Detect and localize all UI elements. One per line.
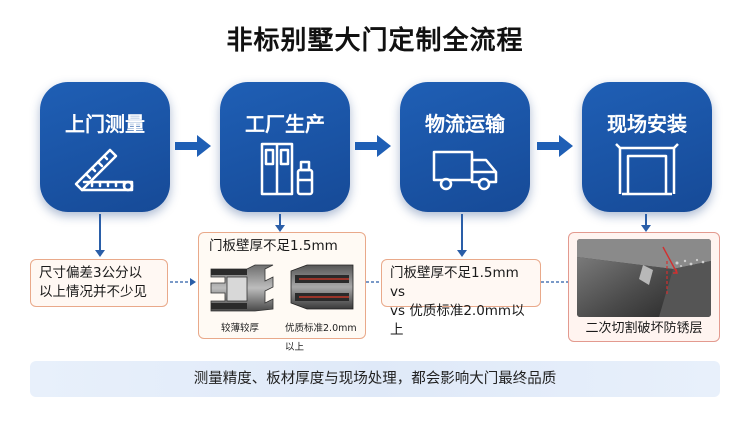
step-install-label: 现场安装: [607, 112, 687, 136]
install-note: 二次切割破坏防锈层: [568, 232, 720, 342]
connector-arrowhead-icon: [641, 225, 651, 232]
production-note-caption: 门板壁厚不足1.5mm: [209, 238, 338, 254]
step-transport: 物流运输: [400, 82, 530, 212]
flow-arrow-icon: [175, 135, 211, 157]
transport-note-line-1: 门板壁厚不足1.5mm vs: [390, 265, 519, 300]
step-measure: 上门测量: [40, 82, 170, 212]
step-install: 现场安装: [582, 82, 712, 212]
transport-note-line-2: vs 优质标准2.0mm以上: [390, 303, 525, 338]
dashed-link: [541, 281, 568, 283]
install-note-caption: 二次切割破坏防锈层: [585, 321, 703, 336]
flow-arrow-icon: [355, 135, 391, 157]
connector-arrowhead-icon: [275, 225, 285, 232]
measure-note-line-1: 尺寸偏差3公分以: [39, 265, 143, 281]
connector-line: [645, 214, 647, 226]
connector-line: [99, 214, 101, 250]
step-production-label: 工厂生产: [245, 112, 325, 136]
standard-profile-image: [290, 264, 354, 310]
ruler-compass-icon: [74, 148, 134, 192]
thin-profile-image: [210, 264, 274, 312]
step-transport-label: 物流运输: [425, 112, 505, 136]
production-note: 门板壁厚不足1.5mm 较薄较厚 优质标准2.0mm以上: [198, 232, 366, 353]
connector-line: [279, 214, 281, 226]
dashed-link: [366, 281, 381, 283]
flow-arrow-icon: [537, 135, 573, 157]
summary-banner: 测量精度、板材厚度与现场处理，都会影响大门最终品质: [30, 361, 720, 397]
connector-line: [461, 214, 463, 250]
dashed-link-arrow: [170, 278, 196, 286]
door-frame-icon: [615, 143, 679, 196]
measure-note-line-2: 以上情况并不少见: [39, 284, 147, 300]
transport-note: 门板壁厚不足1.5mm vs vs 优质标准2.0mm以上: [381, 259, 541, 338]
truck-icon: [432, 150, 498, 191]
page-title: 非标别墅大门定制全流程: [226, 26, 524, 56]
standard-profile-label: 优质标准2.0mm以上: [285, 323, 357, 353]
connector-arrowhead-icon: [457, 250, 467, 257]
cut-metal-edge-photo: [577, 239, 711, 317]
thin-profile-label: 较薄较厚: [221, 323, 260, 334]
connector-arrowhead-icon: [95, 250, 105, 257]
step-production: 工厂生产: [220, 82, 350, 212]
step-measure-label: 上门测量: [65, 112, 145, 136]
door-paint-icon: [260, 142, 314, 196]
measure-note: 尺寸偏差3公分以 以上情况并不少见: [30, 259, 168, 307]
